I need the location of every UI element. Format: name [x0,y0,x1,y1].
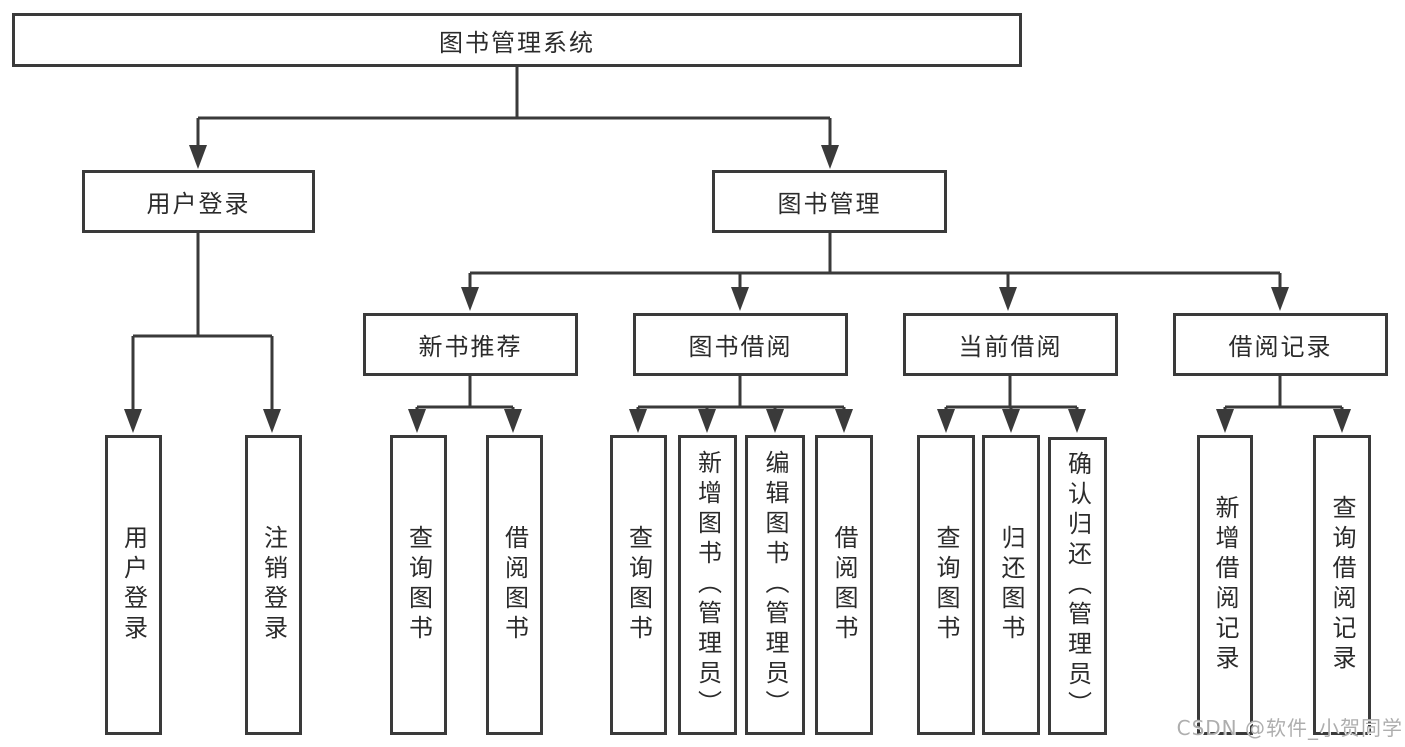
leaf-query-books-1: 查询图书 [390,435,447,735]
leaf-borrow-books-2: 借阅图书 [815,435,873,735]
leaf-add-borrow-record-label: 新增借阅记录 [1211,495,1239,675]
leaf-return-books-label: 归还图书 [997,525,1025,645]
leaf-borrow-books-1: 借阅图书 [486,435,543,735]
node-new-book-recommend: 新书推荐 [363,313,578,376]
node-book-management-label: 图书管理 [777,190,882,218]
node-root: 图书管理系统 [12,13,1022,67]
node-current-borrow: 当前借阅 [903,313,1118,376]
leaf-borrow-books-2-label: 借阅图书 [830,525,858,645]
leaf-edit-book-admin-label: 编辑图书（管理员） [761,450,789,720]
leaf-add-borrow-record: 新增借阅记录 [1197,435,1253,735]
leaf-add-book-admin: 新增图书（管理员） [678,435,737,735]
leaf-query-books-2-label: 查询图书 [624,525,653,645]
leaf-edit-book-admin: 编辑图书（管理员） [745,435,805,735]
node-user-login-label: 用户登录 [146,190,251,218]
node-root-label: 图书管理系统 [439,28,595,57]
leaf-user-login: 用户登录 [105,435,162,735]
leaf-query-books-1-label: 查询图书 [404,525,433,645]
leaf-confirm-return-admin-label: 确认归还（管理员） [1063,451,1092,721]
leaf-borrow-books-1-label: 借阅图书 [500,525,529,645]
leaf-logout: 注销登录 [245,435,302,735]
leaf-logout-label: 注销登录 [259,525,288,645]
leaf-query-borrow-record: 查询借阅记录 [1313,435,1371,735]
node-borrow-records: 借阅记录 [1173,313,1388,376]
node-user-login: 用户登录 [82,170,315,233]
leaf-add-book-admin-label: 新增图书（管理员） [693,450,722,720]
node-book-management: 图书管理 [712,170,947,233]
node-borrow-records-label: 借阅记录 [1228,333,1333,361]
leaf-query-books-2: 查询图书 [610,435,667,735]
node-book-borrow-label: 图书借阅 [688,333,793,361]
node-book-borrow: 图书借阅 [633,313,848,376]
leaf-query-books-3: 查询图书 [917,435,975,735]
leaf-user-login-label: 用户登录 [119,525,148,645]
leaf-confirm-return-admin: 确认归还（管理员） [1048,437,1107,735]
leaf-query-books-3-label: 查询图书 [932,525,960,645]
leaf-return-books: 归还图书 [982,435,1040,735]
watermark-text: CSDN @软件_小贺同学 [1176,716,1403,740]
node-current-borrow-label: 当前借阅 [958,333,1063,361]
node-new-book-recommend-label: 新书推荐 [418,333,523,361]
leaf-query-borrow-record-label: 查询借阅记录 [1328,495,1356,675]
